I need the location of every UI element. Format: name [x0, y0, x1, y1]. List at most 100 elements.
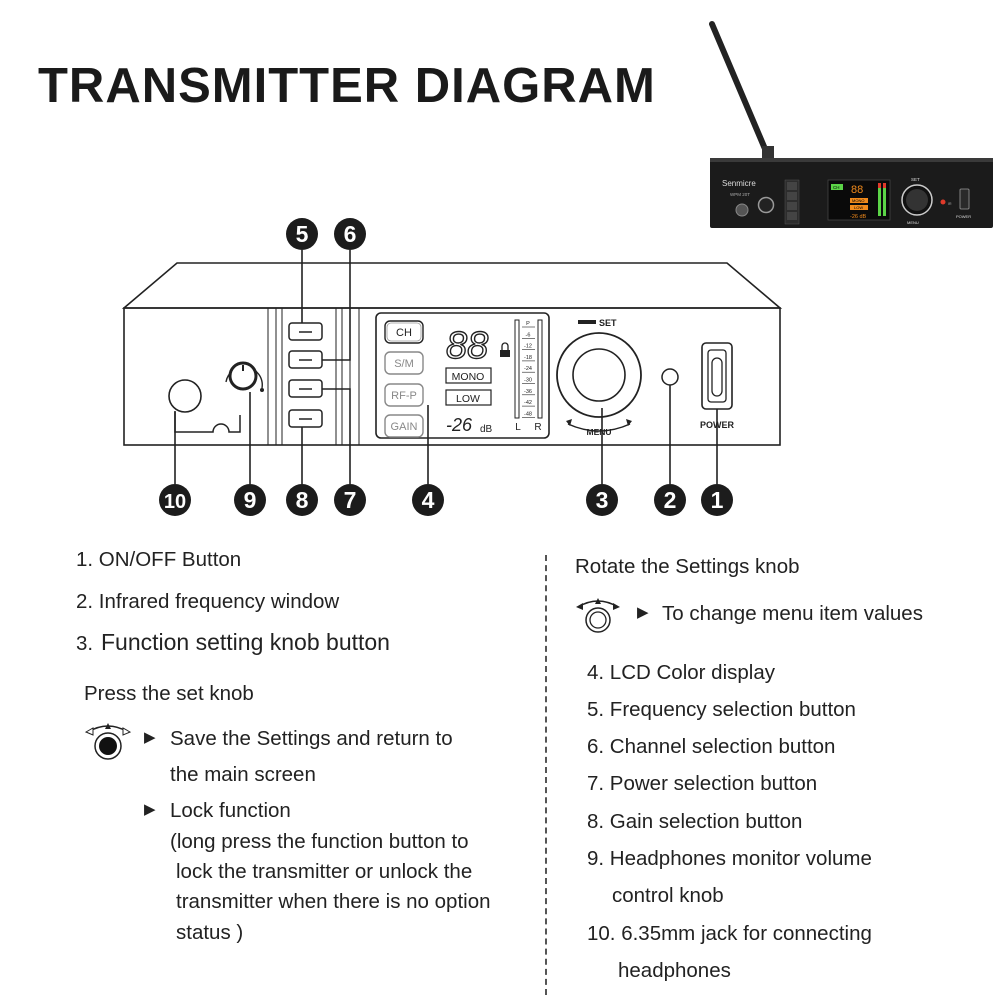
list-item-9-line-2: control knob	[612, 884, 724, 907]
press-bullet-2-line-1: Lock function	[170, 799, 291, 822]
meter-scale-label: -18	[524, 355, 532, 361]
list-item-6: 6. Channel selection button	[587, 735, 836, 758]
list-item-10-line-2: headphones	[618, 959, 731, 982]
frequency-selection-button[interactable]	[288, 322, 323, 341]
callout-3: 3	[586, 484, 618, 516]
bullet-arrow: ▶	[144, 801, 156, 818]
callout-label: 5	[296, 221, 309, 247]
callout-label: 6	[344, 221, 357, 247]
rotate-heading: Rotate the Settings knob	[575, 555, 800, 578]
press-bullet-2-line-3: lock the transmitter or unlock the	[176, 860, 473, 883]
meter-scale-label: -24	[524, 366, 532, 372]
meter-scale-label: -30	[524, 378, 532, 384]
callout-label: 9	[244, 487, 257, 513]
svg-text:IR: IR	[948, 202, 952, 206]
list-item-3-text: Function setting knob button	[101, 629, 390, 655]
svg-text:dB: dB	[480, 424, 493, 435]
meter-scale-label: -6	[526, 332, 531, 338]
meter-scale-label: P	[526, 321, 530, 327]
page-title: TRANSMITTER DIAGRAM	[38, 59, 656, 113]
channel-selection-button[interactable]	[288, 350, 323, 369]
svg-text:L: L	[515, 422, 521, 433]
list-item-9-line-1: 9. Headphones monitor volume	[587, 847, 872, 870]
column-divider	[545, 555, 547, 995]
callout-label: 7	[344, 487, 357, 513]
small-buttons	[288, 322, 323, 428]
callout-label: 8	[296, 487, 309, 513]
svg-text:CH: CH	[396, 327, 412, 339]
list-item-7: 7. Power selection button	[587, 772, 818, 795]
brand-label: Senmicre	[722, 179, 756, 188]
callout-label: 4	[422, 487, 435, 513]
antenna	[709, 21, 774, 160]
model-label: WPM 20T	[730, 192, 750, 197]
callout-1: 1	[701, 484, 733, 516]
set-knob[interactable]: SET MENU	[556, 318, 642, 437]
press-bullet-2-line-4: transmitter when there is no option	[176, 890, 491, 913]
lcd-sm-button[interactable]	[384, 351, 424, 375]
rotate-bullet: To change menu item values	[662, 602, 923, 625]
list-item-5: 5. Frequency selection button	[587, 698, 856, 721]
press-bullet-2-line-2: (long press the function button to	[170, 830, 469, 853]
lcd-ch-button[interactable]	[384, 320, 424, 344]
svg-text:CH: CH	[833, 185, 840, 190]
panel-top-face	[121, 262, 783, 309]
svg-text:MONO: MONO	[452, 371, 485, 383]
headphone-jack[interactable]	[168, 379, 241, 433]
bullet-arrow: ▶	[637, 604, 649, 621]
lcd-channel-digits: 88	[446, 325, 488, 367]
lcd-low-box	[445, 389, 492, 406]
svg-text:-26 dB: -26 dB	[850, 214, 867, 220]
meter-scale-label: -48	[524, 411, 532, 417]
svg-text:POWER: POWER	[956, 214, 971, 219]
list-item-4: 4. LCD Color display	[587, 661, 775, 684]
front-panel-diagram: CH S/M RF-P GAIN 88 MONO LOW -26 dB P-6-…	[121, 218, 783, 516]
lock-icon	[500, 342, 510, 357]
svg-text:S/M: S/M	[394, 358, 414, 370]
svg-text:MENU: MENU	[907, 220, 919, 225]
list-item-1: 1. ON/OFF Button	[76, 548, 242, 571]
press-knob-icon	[84, 723, 132, 760]
lcd-display: CH S/M RF-P GAIN 88 MONO LOW -26 dB P-6-…	[375, 312, 550, 439]
leader-lines	[174, 250, 718, 484]
rotate-knob-icon	[576, 598, 620, 633]
list-item-10-line-1: 10. 6.35mm jack for connecting	[587, 922, 872, 945]
press-bullet-2-line-5: status )	[176, 921, 244, 944]
lcd-gain-button[interactable]	[384, 414, 424, 438]
svg-text:RF-P: RF-P	[391, 390, 417, 402]
callout-9: 9	[234, 484, 266, 516]
callout-label: 1	[711, 487, 724, 513]
photo-jack	[735, 203, 749, 217]
callout-label: 10	[164, 491, 186, 513]
press-bullet-1-line-2: the main screen	[170, 763, 316, 786]
svg-text:MENU: MENU	[586, 427, 611, 437]
product-photo: Senmicre WPM 20T CH 88 MONO LOW -26 dB S…	[709, 21, 993, 228]
power-selection-button[interactable]	[288, 379, 323, 398]
callouts: 5 6 10 9 8 7 4 3 2 1	[159, 218, 733, 516]
callout-6: 6	[334, 218, 366, 250]
photo-power-switch	[959, 188, 970, 210]
meter-scale-label: -42	[524, 400, 532, 406]
callout-label: 3	[596, 487, 609, 513]
svg-text:GAIN: GAIN	[391, 421, 418, 433]
photo-volume-knob	[757, 196, 775, 214]
volume-knob[interactable]	[225, 361, 264, 392]
meter-scale-label: -36	[524, 389, 532, 395]
list-item-3-number: 3.	[76, 632, 94, 655]
callout-4: 4	[412, 484, 444, 516]
panel-front-face	[123, 307, 781, 446]
callout-8: 8	[286, 484, 318, 516]
callout-10: 10	[159, 484, 191, 516]
infrared-window	[661, 368, 679, 386]
lcd-rfp-button[interactable]	[384, 383, 424, 407]
callout-5: 5	[286, 218, 318, 250]
gain-selection-button[interactable]	[288, 409, 323, 428]
press-heading: Press the set knob	[84, 682, 254, 705]
callout-label: 2	[664, 487, 677, 513]
press-bullet-1-line-1: Save the Settings and return to	[170, 727, 453, 750]
svg-text:SET: SET	[911, 177, 920, 182]
callout-7: 7	[334, 484, 366, 516]
level-meter: P-6-12-18-24-30-36-42-48 L R	[514, 319, 543, 433]
bullet-arrow: ▶	[144, 729, 156, 746]
callout-2: 2	[654, 484, 686, 516]
